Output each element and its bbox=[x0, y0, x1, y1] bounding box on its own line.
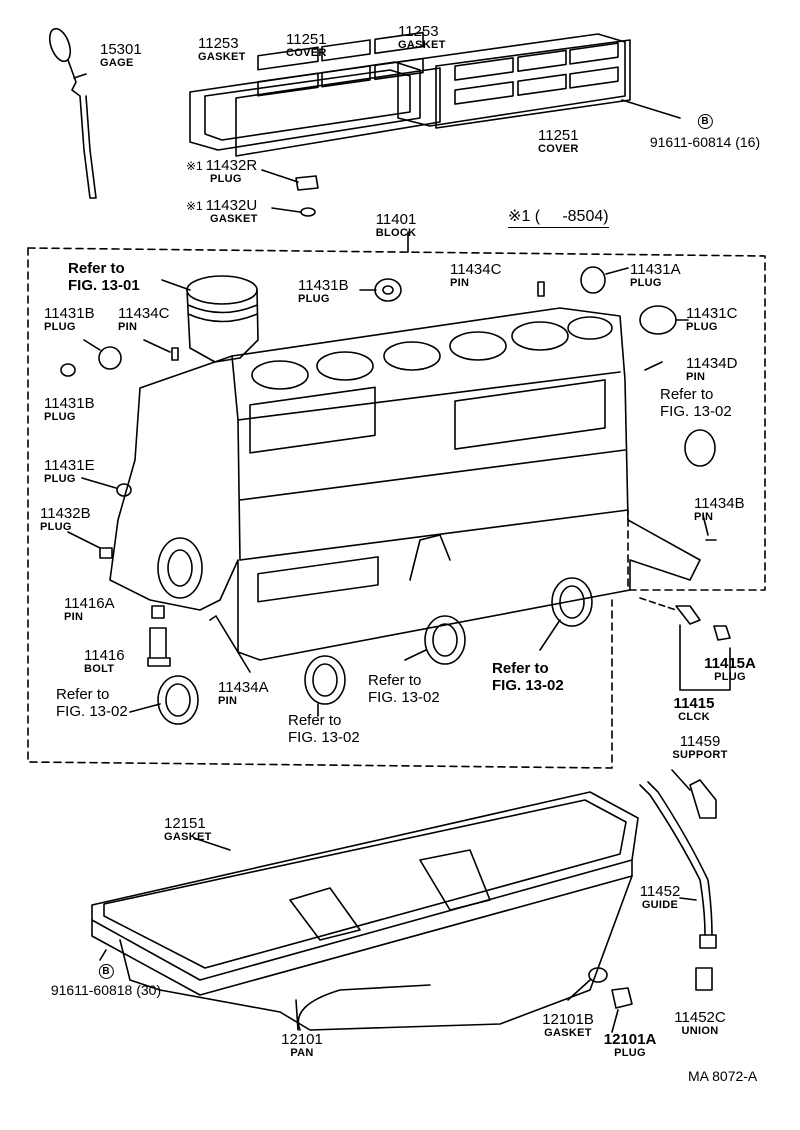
oil-pan bbox=[91, 791, 639, 1031]
b-marker-icon: B bbox=[697, 114, 713, 129]
side-cover-right bbox=[397, 33, 631, 129]
side-cover-left bbox=[189, 31, 441, 157]
diagram-code: MA 8072-A bbox=[688, 1068, 758, 1084]
piston bbox=[161, 275, 259, 363]
label-bolt-91611-60814: B 91611-60814 (16) bbox=[649, 114, 761, 150]
engine-block bbox=[109, 307, 701, 661]
note-serial-range: ※1 ( -8504) bbox=[508, 206, 609, 228]
b-marker-icon: B bbox=[98, 964, 114, 979]
label-bolt-91611-60818: B 91611-60818 (30) bbox=[50, 964, 162, 998]
dipstick-gage bbox=[48, 27, 97, 199]
